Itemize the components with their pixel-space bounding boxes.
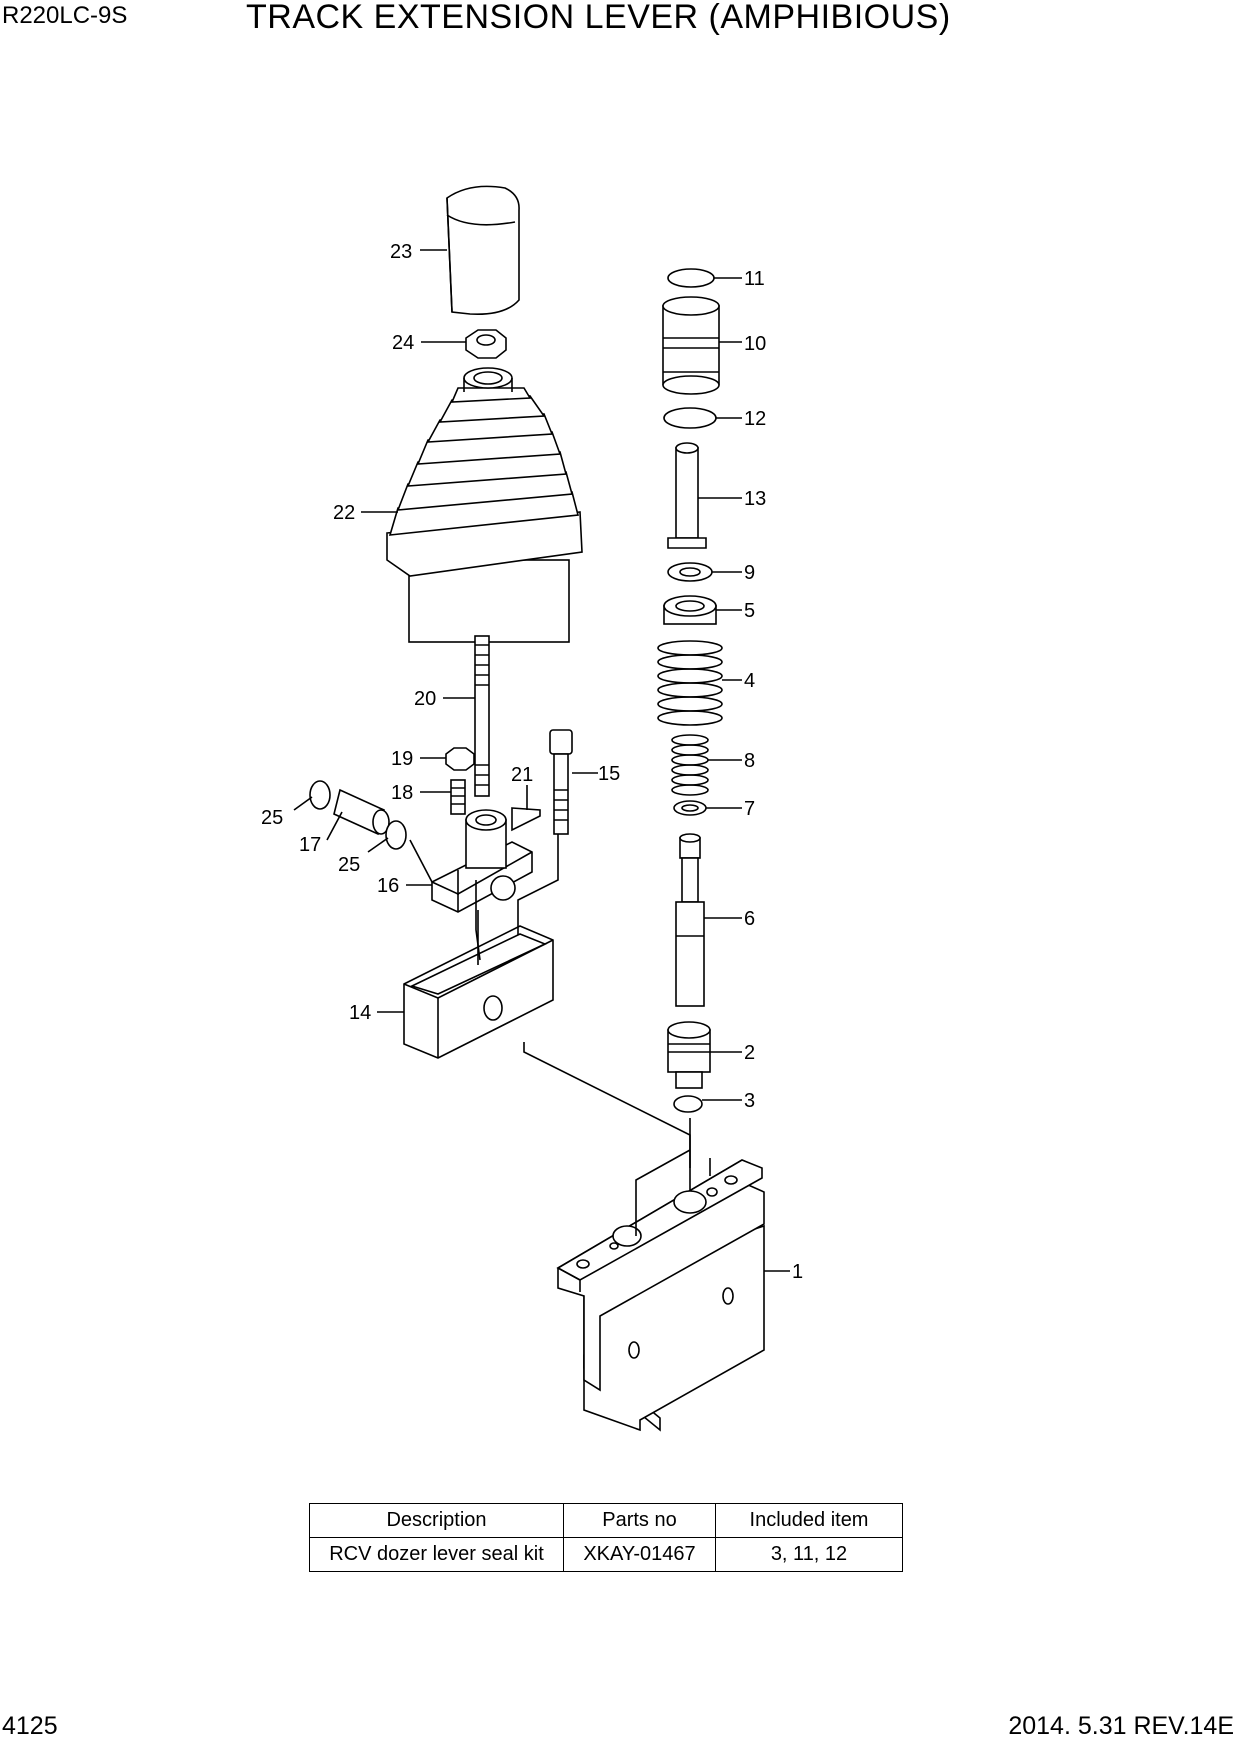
callout-21: 21 xyxy=(511,764,533,786)
callout-18: 18 xyxy=(391,782,413,804)
part-21-pin xyxy=(511,807,541,832)
callout-2: 2 xyxy=(744,1042,755,1064)
seal-kit-table: Description Parts no Included item RCV d… xyxy=(309,1503,903,1572)
part-12-oring xyxy=(663,407,717,429)
callout-8: 8 xyxy=(744,750,755,772)
part-4-spring xyxy=(657,640,723,726)
part-19-nut xyxy=(445,747,475,771)
callout-24: 24 xyxy=(392,332,414,354)
part-22-boot xyxy=(386,367,583,643)
part-20-rod xyxy=(474,635,490,797)
part-23-knob xyxy=(446,185,520,316)
part-18-screw xyxy=(450,779,466,815)
table-row: RCV dozer lever seal kit XKAY-01467 3, 1… xyxy=(309,1537,903,1572)
callout-16: 16 xyxy=(377,875,399,897)
part-14-housing xyxy=(403,925,554,1059)
callout-25-right: 25 xyxy=(338,854,360,876)
table-header-row: Description Parts no Included item xyxy=(309,1503,903,1538)
callout-1: 1 xyxy=(792,1261,803,1283)
revision-date: 2014. 5.31 REV.14E xyxy=(1008,1712,1234,1740)
callout-13: 13 xyxy=(744,488,766,510)
column-header: Parts no xyxy=(563,1503,716,1538)
part-24-nut xyxy=(465,329,507,359)
model-code: R220LC-9S xyxy=(2,2,128,29)
part-7-washer xyxy=(673,800,707,816)
page-title: TRACK EXTENSION LEVER (AMPHIBIOUS) xyxy=(246,0,951,36)
callout-9: 9 xyxy=(744,562,755,584)
part-17-pin xyxy=(333,788,390,836)
callout-20: 20 xyxy=(414,688,436,710)
callout-11: 11 xyxy=(744,268,765,290)
part-25-ring xyxy=(309,780,331,810)
callout-12: 12 xyxy=(744,408,766,430)
part-10-bushing xyxy=(662,296,720,395)
part-15-bolt xyxy=(549,729,573,835)
exploded-parts-diagram: 23 24 22 20 19 18 21 15 25 17 25 16 14 1… xyxy=(261,185,803,1432)
page-number: 4125 xyxy=(2,1712,58,1740)
callout-15: 15 xyxy=(598,763,620,785)
part-1-valve-body xyxy=(556,1149,765,1432)
part-11-ring xyxy=(667,268,715,288)
callout-5: 5 xyxy=(744,600,755,622)
callout-7: 7 xyxy=(744,798,755,820)
part-5-seat xyxy=(663,595,717,625)
callout-14: 14 xyxy=(349,1002,371,1024)
callout-19: 19 xyxy=(391,748,413,770)
part-3-oring xyxy=(673,1095,703,1113)
callout-4: 4 xyxy=(744,670,755,692)
table-cell: XKAY-01467 xyxy=(563,1537,716,1572)
part-6-spool xyxy=(675,833,705,1007)
column-header: Included item xyxy=(715,1503,903,1538)
table-cell: 3, 11, 12 xyxy=(715,1537,903,1572)
column-header: Description xyxy=(309,1503,564,1538)
table-cell: RCV dozer lever seal kit xyxy=(309,1537,564,1572)
callout-10: 10 xyxy=(744,333,766,355)
callout-22: 22 xyxy=(333,502,355,524)
part-8-spring xyxy=(671,734,709,796)
part-16-bracket xyxy=(431,809,533,913)
callout-3: 3 xyxy=(744,1090,755,1112)
callout-25-left: 25 xyxy=(261,807,283,829)
callout-23: 23 xyxy=(390,241,412,263)
callout-17: 17 xyxy=(299,834,321,856)
part-2-plug xyxy=(667,1021,711,1089)
part-13-pushrod xyxy=(667,442,707,549)
part-9-washer xyxy=(667,562,713,582)
part-25-ring xyxy=(385,820,407,850)
callout-6: 6 xyxy=(744,908,755,930)
